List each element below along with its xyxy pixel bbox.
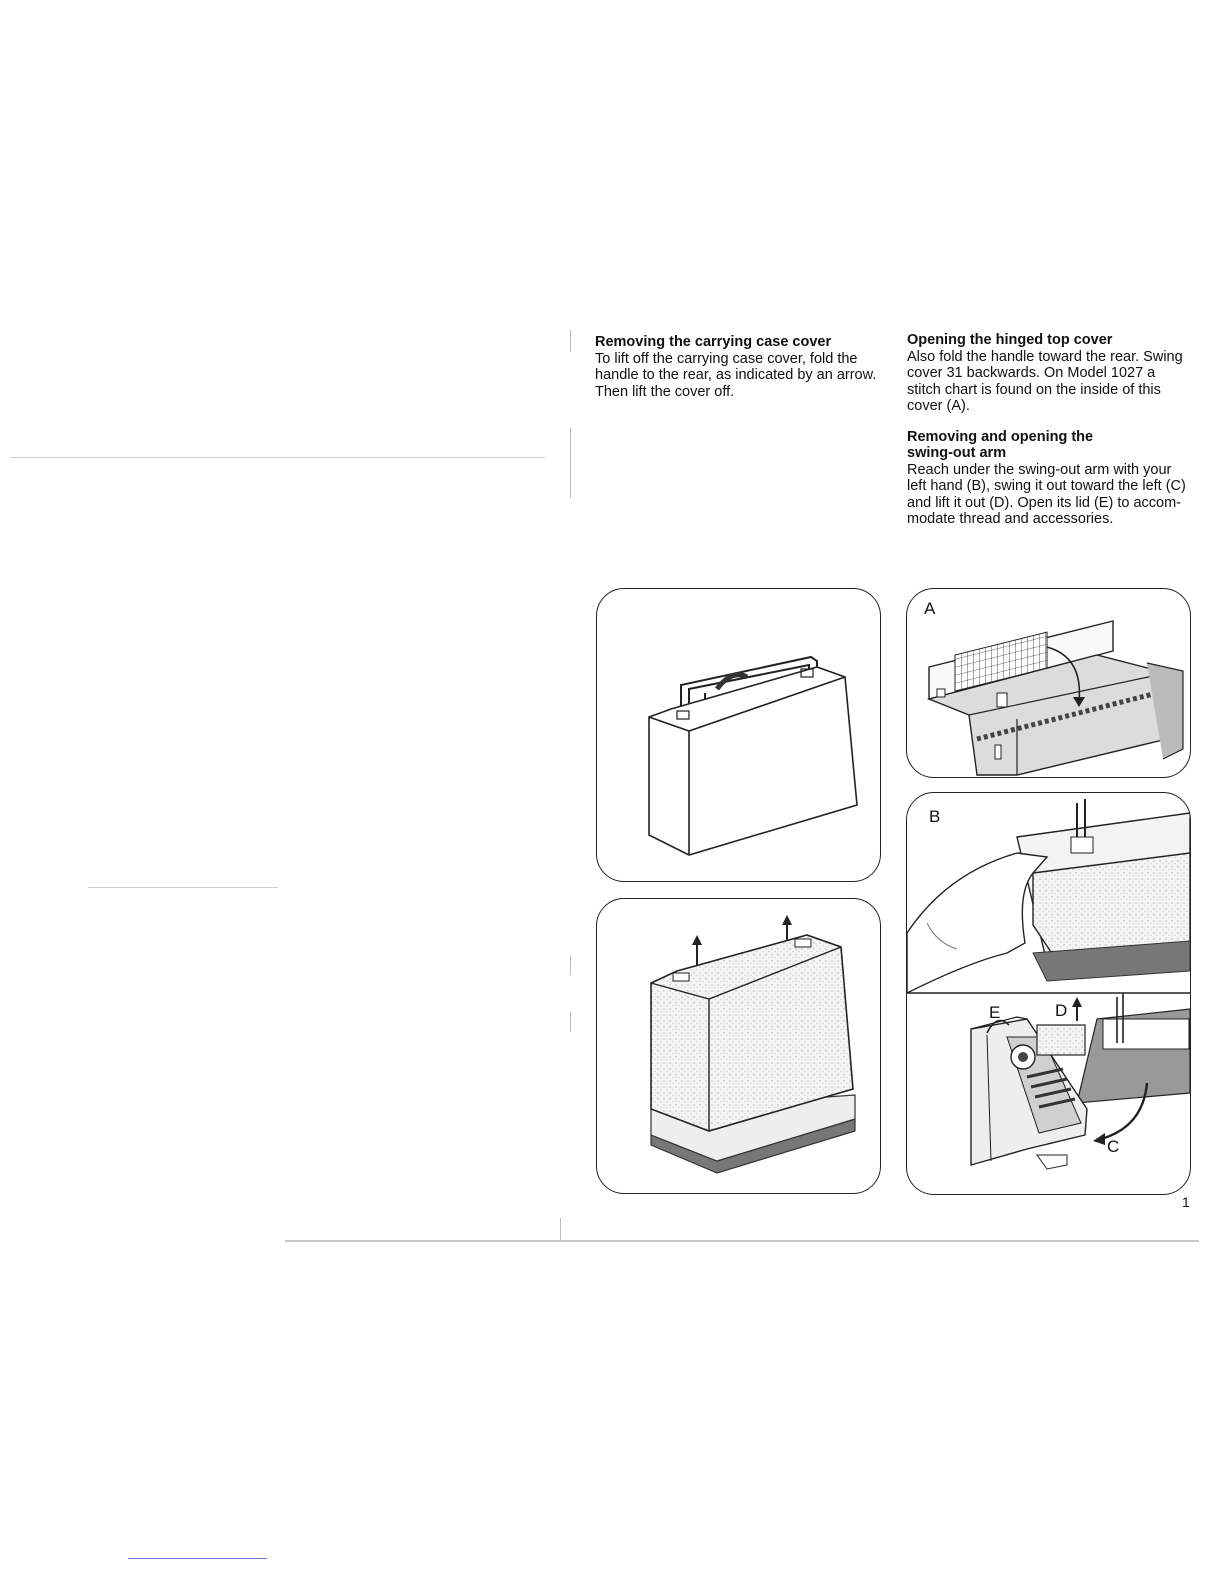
section-body: Reach under the swing-out arm with your … <box>907 461 1186 528</box>
figure-carrying-case-handle <box>596 588 881 882</box>
scan-artifact-mark <box>560 1218 561 1240</box>
scan-artifact-mark <box>570 330 571 352</box>
text-column-right: Opening the hinged top cover Also fold t… <box>907 332 1192 528</box>
section-body: To lift off the carrying case cover, fol… <box>595 350 877 400</box>
section-body: Also fold the handle toward the rear. Sw… <box>907 348 1183 415</box>
figure-carrying-case-lift <box>596 898 881 1194</box>
figure-label-a: A <box>924 599 936 618</box>
figure-label-d: D <box>1055 1001 1068 1020</box>
bottom-rule <box>285 1240 1199 1242</box>
section-heading: Removing and opening the swing-out arm <box>907 428 1094 462</box>
scan-artifact-line <box>88 887 278 888</box>
carrying-case-illustration <box>648 655 858 856</box>
section-heading: Opening the hinged top cover <box>907 332 1113 348</box>
figure-label-c: C <box>1107 1137 1120 1156</box>
figure-a-hinged-cover: A <box>906 588 1191 778</box>
figure-label-b: B <box>929 807 941 826</box>
section-swing-out-arm: Removing and opening the swing-out arm R… <box>907 429 1192 528</box>
scan-artifact-mark <box>570 428 571 498</box>
scan-artifact-mark <box>570 1012 571 1032</box>
text-column-left: Removing the carrying case cover To lift… <box>595 334 880 400</box>
section-heading: Removing the carrying case cover <box>595 334 832 350</box>
case-lift-illustration <box>650 915 856 1174</box>
figure-bcde-swing-out-arm: B E D C <box>906 792 1191 1195</box>
hinged-cover-illustration <box>926 620 1184 776</box>
scan-artifact-mark <box>570 955 571 975</box>
figure-label-e: E <box>989 1003 1001 1022</box>
scan-artifact-line <box>10 457 545 458</box>
page-number: 1 <box>1182 1194 1190 1210</box>
bottom-link-underline <box>128 1558 267 1559</box>
section-top-cover: Opening the hinged top cover Also fold t… <box>907 332 1192 415</box>
section-carrying-case: Removing the carrying case cover To lift… <box>595 334 880 400</box>
swing-out-arm-illustration <box>907 799 1190 1170</box>
